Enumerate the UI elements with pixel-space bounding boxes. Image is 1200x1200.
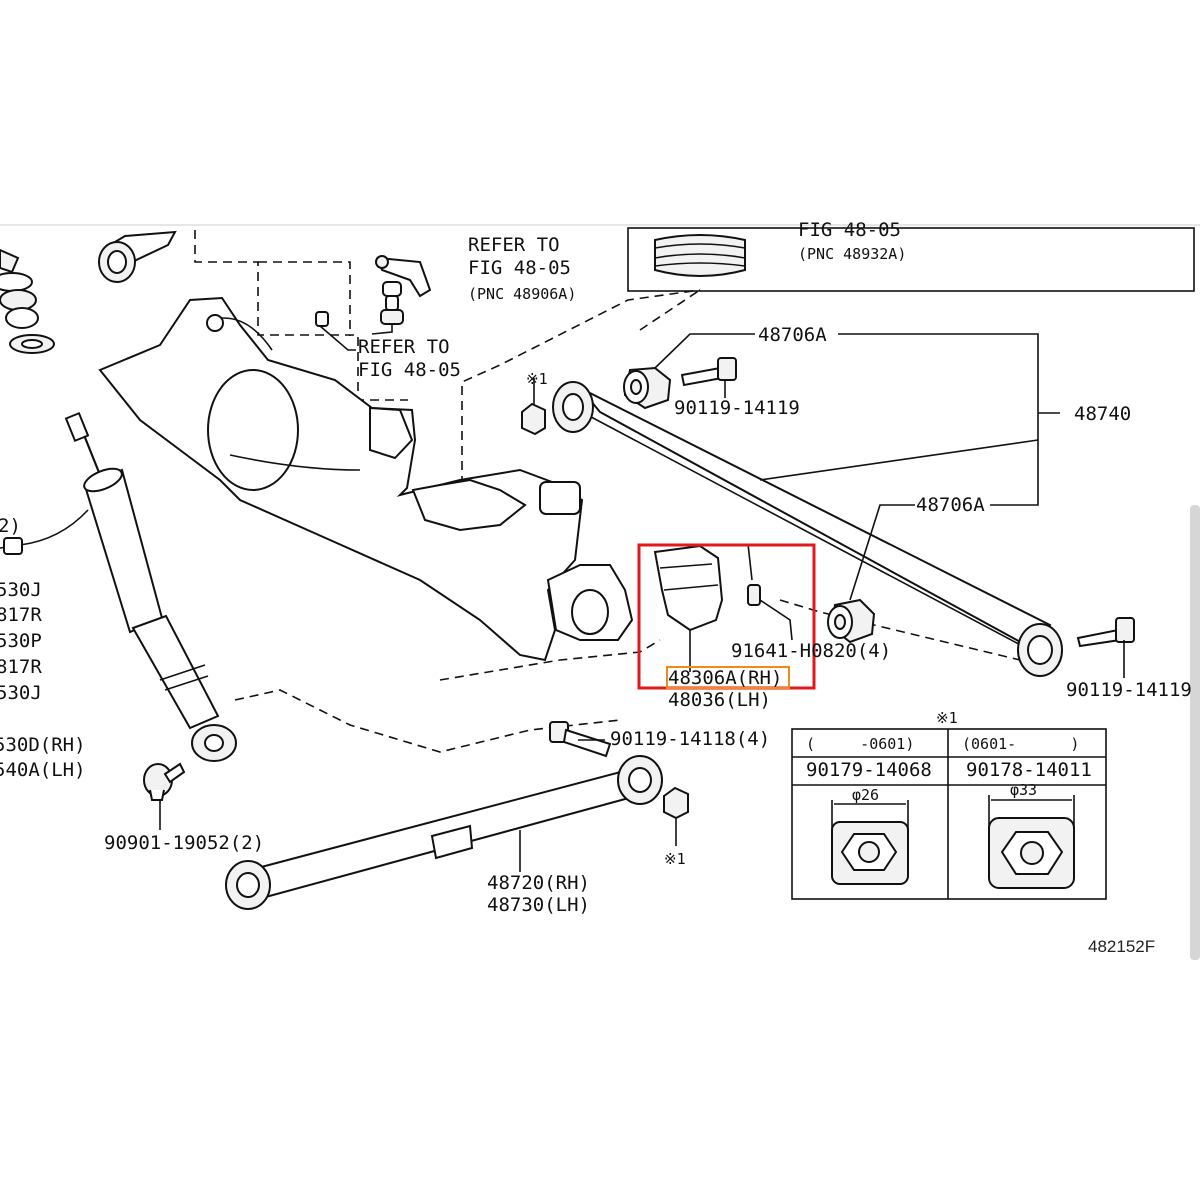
- bolt-90119-14119-right: [1076, 617, 1135, 648]
- svg-text:(PNC 48906A): (PNC 48906A): [468, 285, 576, 303]
- left-cut-labels: 2) 530J 817R 530P 817R 530J 530D(RH) 540…: [0, 515, 86, 781]
- svg-text:530D(RH): 530D(RH): [0, 734, 86, 756]
- nut-note1-upper: [521, 402, 546, 436]
- spring-seat-stack-left: [0, 248, 55, 354]
- svg-text:530P: 530P: [0, 630, 42, 652]
- svg-text:530J: 530J: [0, 579, 42, 601]
- shock-absorber: [0, 411, 237, 762]
- nut-33-drawing: [988, 795, 1075, 889]
- label-48730: 48730(LH): [487, 894, 590, 916]
- label-note1-upper: ※1: [526, 370, 548, 388]
- svg-text:90179-14068: 90179-14068: [806, 759, 932, 781]
- svg-text:817R: 817R: [0, 656, 42, 678]
- label-48036: 48036(LH): [668, 689, 771, 711]
- svg-text:2): 2): [0, 515, 21, 537]
- nut-26-drawing: [831, 800, 909, 885]
- svg-text:FIG 48-05: FIG 48-05: [468, 257, 571, 279]
- bolt-90119-14118: [549, 721, 612, 758]
- label-91641: 91641-H0820(4): [731, 640, 891, 662]
- bolt-90119-14119-upper: [680, 357, 737, 387]
- svg-text:( -0601): ( -0601): [806, 735, 914, 753]
- svg-text:REFER TO: REFER TO: [358, 336, 450, 358]
- stabilizer-link-bracket: [315, 255, 432, 335]
- label-48706A-mid: 48706A: [916, 494, 985, 516]
- spring-reference-box: [627, 227, 1195, 292]
- label-48306A: 48306A(RH): [668, 667, 782, 689]
- refer-label-2: REFER TO FIG 48-05: [358, 336, 461, 381]
- svg-text:REFER TO: REFER TO: [468, 234, 560, 256]
- svg-text:540A(LH): 540A(LH): [0, 759, 86, 781]
- lower-control-arm-48720: [225, 755, 663, 910]
- label-90119-14119-right: 90119-14119: [1066, 679, 1192, 701]
- svg-text:※1: ※1: [936, 709, 958, 727]
- svg-text:FIG 48-05: FIG 48-05: [798, 219, 901, 241]
- label-90119-14118: 90119-14118(4): [610, 728, 770, 750]
- figure-code: 482152F: [1088, 937, 1155, 956]
- upper-link-bushing-topleft: [98, 230, 177, 283]
- highlight-orange-box: [666, 666, 790, 689]
- label-90901-19052: 90901-19052(2): [104, 832, 264, 854]
- svg-text:90178-14011: 90178-14011: [966, 759, 1092, 781]
- bushing-48706A-upper: [623, 366, 672, 410]
- inset-table-labels: ※1 ( -0601) (0601- ) 90179-14068 90178-1…: [806, 709, 1092, 804]
- upper-control-arm-48740: [552, 381, 1063, 677]
- svg-text:817R: 817R: [0, 604, 42, 626]
- refer-label-1: REFER TO FIG 48-05 (PNC 48906A): [468, 234, 576, 303]
- inset-table: [791, 728, 1107, 900]
- label-48720: 48720(RH): [487, 872, 590, 894]
- refer-label-3: FIG 48-05 (PNC 48932A): [798, 219, 906, 263]
- label-48740: 48740: [1074, 403, 1131, 425]
- bolt-90901-19052: [143, 762, 186, 801]
- svg-text:(0601- ): (0601- ): [962, 735, 1079, 753]
- scrollbar-thumb[interactable]: [1190, 505, 1200, 960]
- label-90119-14119-top: 90119-14119: [674, 397, 800, 419]
- bump-stopper-48306A: [653, 543, 793, 672]
- bushing-48706A-lower: [827, 598, 876, 644]
- svg-text:FIG 48-05: FIG 48-05: [358, 359, 461, 381]
- svg-text:φ26: φ26: [852, 786, 879, 804]
- svg-text:φ33: φ33: [1010, 781, 1037, 799]
- leader-lines: [159, 325, 1125, 872]
- svg-text:530J: 530J: [0, 682, 42, 704]
- label-note1-lower: ※1: [664, 850, 686, 868]
- svg-text:(PNC 48932A): (PNC 48932A): [798, 245, 906, 263]
- rear-axle-housing: [98, 296, 634, 662]
- nut-note1-lower: [663, 786, 689, 820]
- label-48706A-top: 48706A: [758, 324, 827, 346]
